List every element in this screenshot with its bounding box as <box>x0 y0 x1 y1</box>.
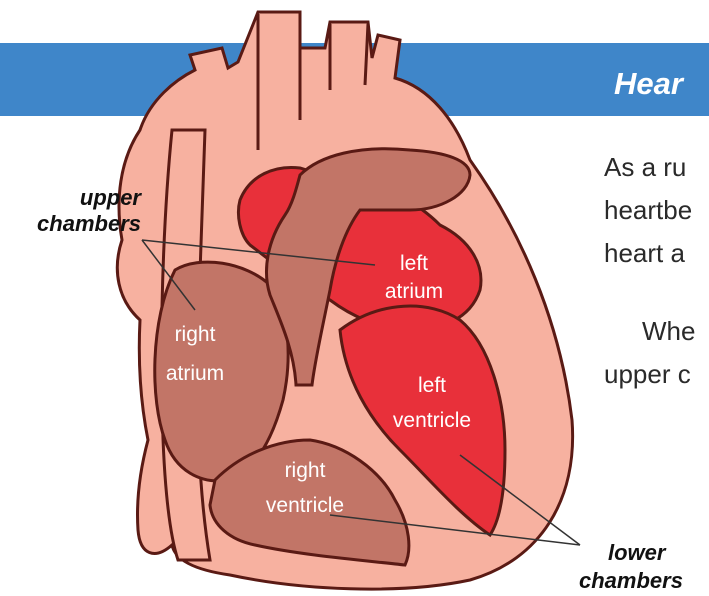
body-line: heart a <box>604 232 692 275</box>
body-line: Whe <box>604 310 695 353</box>
callout-upper-line2: chambers <box>14 211 141 237</box>
banner-title: Hear <box>614 66 683 102</box>
body-paragraph-1: As a ru heartbe heart a <box>604 146 692 275</box>
callout-upper-chambers: upper chambers <box>14 185 141 237</box>
label-left-ventricle-line1: left <box>418 374 446 397</box>
callout-upper-line1: upper <box>14 185 141 211</box>
label-left-ventricle-line2: ventricle <box>393 409 471 432</box>
body-line: heartbe <box>604 189 692 232</box>
label-right-ventricle-line1: right <box>285 459 326 482</box>
body-line: As a ru <box>604 146 692 189</box>
label-right-atrium-line1: right <box>175 323 216 346</box>
body-paragraph-2: Whe upper c <box>604 310 695 396</box>
callout-lower-line1: lower <box>608 540 665 566</box>
label-right-ventricle-line2: ventricle <box>266 494 344 517</box>
callout-lower-line2: chambers <box>579 568 683 594</box>
label-right-atrium-line2: atrium <box>166 362 224 385</box>
body-line: upper c <box>604 353 695 396</box>
label-left-atrium-line1: left <box>400 252 428 275</box>
label-left-atrium-line2: atrium <box>385 280 443 303</box>
